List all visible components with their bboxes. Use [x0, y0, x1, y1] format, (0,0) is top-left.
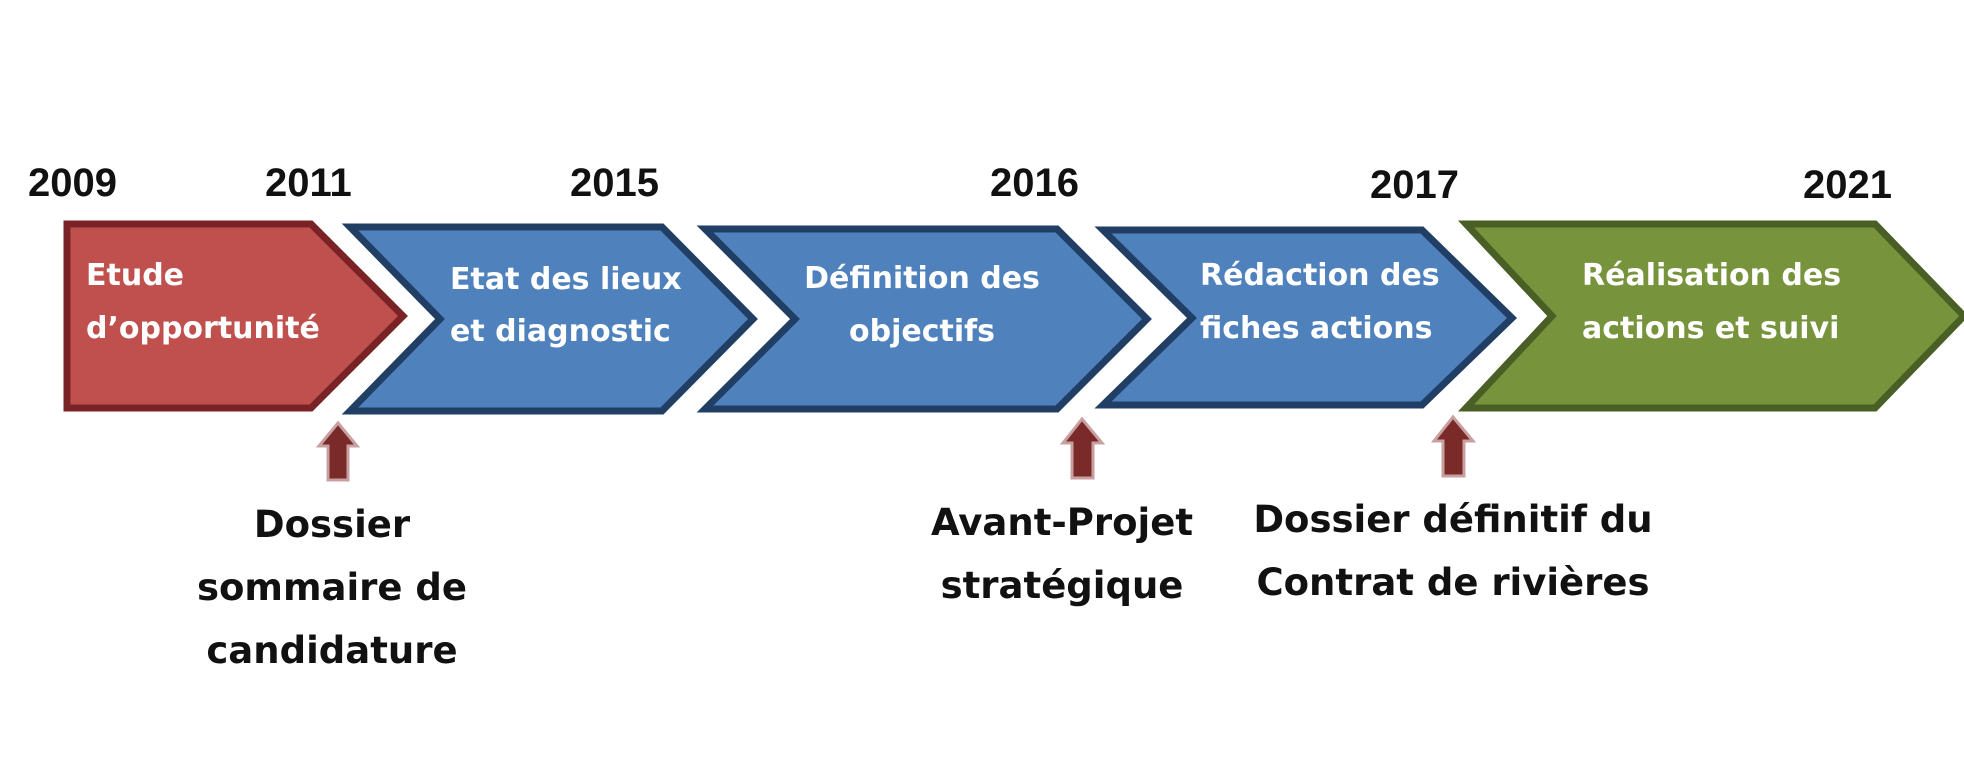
- year-label-2021: 2021: [1803, 163, 1892, 207]
- milestone-label-line-3: candidature: [206, 629, 457, 672]
- up-arrow-icon: [315, 420, 361, 482]
- year-labels: 2009 2011 2015 2016 2017 2021: [28, 161, 1892, 207]
- phase-label-line-1: Réalisation des: [1582, 258, 1841, 293]
- phase-label-line-2: actions et suivi: [1582, 311, 1839, 346]
- phase-shape: [696, 225, 1152, 413]
- up-arrow-icon: [1059, 416, 1106, 480]
- phase-label-line-1: Etat des lieux: [450, 262, 682, 297]
- milestone-label-line-2: Contrat de rivières: [1256, 561, 1649, 604]
- year-label-2015: 2015: [570, 161, 659, 205]
- year-label-2011: 2011: [265, 161, 352, 205]
- phase-label-line-2: objectifs: [849, 314, 995, 349]
- phase-etude-opportunite: Etude d’opportunité: [63, 220, 408, 412]
- phase-label-line-1: Rédaction des: [1200, 258, 1440, 293]
- phase-shape: [1457, 220, 1964, 412]
- phase-shape: [1094, 226, 1518, 409]
- milestone-label-line-2: stratégique: [941, 564, 1184, 607]
- milestone-label-line-1: Avant-Projet: [931, 501, 1193, 544]
- phase-label-line-2: fiches actions: [1200, 311, 1433, 346]
- phase-realisation-suivi: Réalisation des actions et suivi: [1457, 220, 1964, 412]
- phase-label-line-2: d’opportunité: [86, 311, 320, 346]
- milestone-label-line-2: sommaire de: [197, 566, 467, 609]
- phase-label-line-2: et diagnostic: [450, 314, 671, 349]
- phase-label-line-1: Etude: [86, 258, 184, 293]
- phase-arrows: Etude d’opportunité Etat des lieux et di…: [63, 220, 1964, 415]
- phase-definition-objectifs: Définition des objectifs: [696, 225, 1152, 413]
- milestone-label-line-1: Dossier définitif du: [1253, 498, 1652, 541]
- milestone-avant-projet: Avant-Projet stratégique: [931, 416, 1193, 607]
- phase-shape: [341, 223, 758, 415]
- milestones: Dossier sommaire de candidature Avant-Pr…: [197, 414, 1653, 672]
- up-arrow-icon: [1430, 414, 1477, 478]
- phase-etat-des-lieux: Etat des lieux et diagnostic: [341, 223, 758, 415]
- milestone-dossier-sommaire: Dossier sommaire de candidature: [197, 420, 467, 672]
- milestone-label-line-1: Dossier: [254, 503, 411, 546]
- year-label-2017: 2017: [1370, 163, 1459, 207]
- year-label-2009: 2009: [28, 161, 117, 205]
- phase-label-line-1: Définition des: [804, 261, 1040, 296]
- phase-shape: [63, 220, 408, 412]
- phase-redaction-fiches: Rédaction des fiches actions: [1094, 226, 1518, 409]
- year-label-2016: 2016: [990, 161, 1079, 205]
- milestone-dossier-definitif: Dossier définitif du Contrat de rivières: [1253, 414, 1653, 604]
